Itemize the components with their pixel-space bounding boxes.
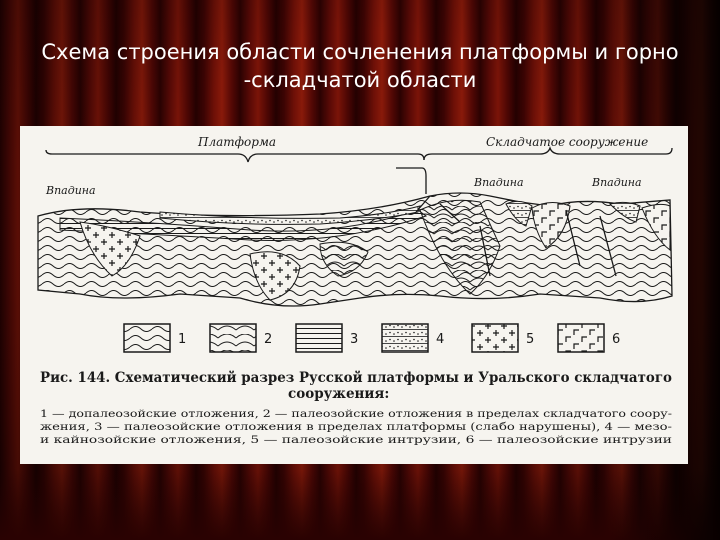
slide-title-line-2: -складчатой области [243, 68, 477, 92]
figure-note-line-1: 1 — допалеозойские отложения, 2 — палеоз… [40, 408, 673, 420]
legend-swatch-6 [557, 323, 605, 353]
legend-label-5: 5 [526, 332, 534, 347]
label-basin-right: Впадина [591, 176, 642, 189]
boundary-marker [396, 167, 427, 194]
label-platform: Платформа [197, 135, 276, 149]
slide-title: Схема строения области сочленения платфо… [30, 38, 690, 94]
legend-label-3: 3 [350, 332, 358, 347]
legend-swatch-3 [295, 323, 343, 353]
figure-caption-line-1: Рис. 144. Схематический разрез Русской п… [40, 370, 672, 386]
legend-swatch-4 [381, 323, 429, 353]
figure-note-line-2: жения, 3 — палеозойские отложения в пред… [40, 421, 673, 433]
cross-section-body [37, 192, 673, 307]
legend-label-4: 4 [436, 332, 444, 347]
label-basin-middle: Впадина [473, 176, 524, 189]
legend-label-1: 1 [178, 332, 186, 347]
stage-floor [0, 470, 720, 540]
platform-bracket [45, 149, 425, 163]
label-basin-left: Впадина [45, 184, 96, 197]
legend: 1 2 3 4 5 6 [123, 323, 620, 353]
legend-swatch-1 [123, 323, 171, 353]
legend-label-2: 2 [264, 332, 272, 347]
slide-title-line-1: Схема строения области сочленения платфо… [41, 40, 679, 64]
figure-caption-line-2: сооружения: [288, 386, 389, 402]
cross-section-svg: Платформа Складчатое сооружение Впадина … [37, 135, 673, 446]
figure-note-line-3: и кайнозойские отложения, 5 — палеозойск… [40, 434, 672, 446]
label-folded-structure: Складчатое сооружение [486, 135, 648, 149]
folded-structure-bracket [423, 145, 673, 161]
legend-swatch-2 [209, 323, 257, 353]
legend-label-6: 6 [612, 332, 620, 347]
geologic-cross-section-figure: Платформа Складчатое сооружение Впадина … [20, 126, 688, 464]
legend-swatch-5 [471, 323, 519, 353]
